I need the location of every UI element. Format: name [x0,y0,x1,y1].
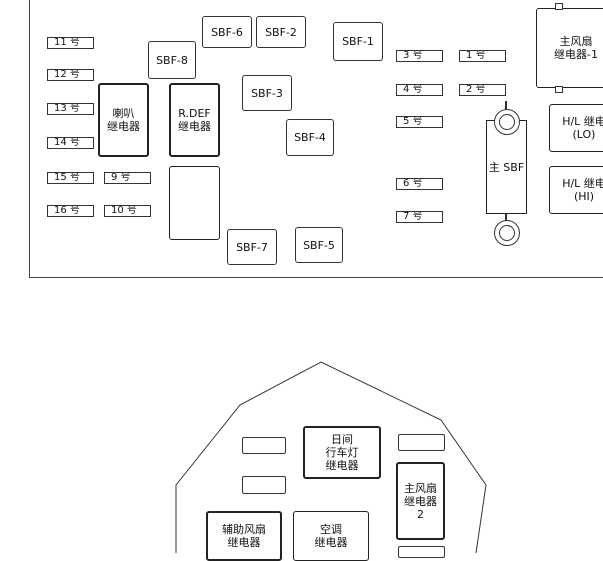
hl-relay-lo: H/L 继电 (LO) [549,104,603,152]
horn-relay: 喇叭 继电器 [98,83,149,157]
stud-bottom [494,220,520,246]
drl-relay: 日间 行车灯 继电器 [303,426,381,479]
fuse-15: 15 号 [47,172,94,184]
empty-slot-4 [398,546,445,558]
main-fan-relay-1: 主风扇 继电器-1 [536,8,603,88]
sbf-8: SBF-8 [148,41,196,79]
fuse-10: 10 号 [104,205,151,217]
relay-tab-left [555,3,563,10]
rdef-relay: R.DEF 继电器 [169,83,220,157]
fuse-1: 1 号 [459,50,506,62]
empty-relay-slot [169,166,220,240]
fuse-4: 4 号 [396,84,443,96]
empty-slot-3 [242,476,286,494]
sbf-7: SBF-7 [227,229,277,265]
sbf-6: SBF-6 [202,16,252,48]
stud-bottom-inner [499,225,515,241]
ac-relay: 空调 继电器 [293,511,369,561]
aux-fan-relay: 辅助风扇 继电器 [206,511,282,561]
sbf-2: SBF-2 [256,16,306,48]
main-fan-relay-2: 主风扇 继电器 2 [396,462,445,540]
fuse-7: 7 号 [396,211,443,223]
fuse-3: 3 号 [396,50,443,62]
stud-top [494,109,520,135]
hl-relay-hi: H/L 继电 (HI) [549,166,603,214]
sbf-1: SBF-1 [333,22,383,61]
fuse-12: 12 号 [47,69,94,81]
fuse-16: 16 号 [47,205,94,217]
fuse-9: 9 号 [104,172,151,184]
fuse-6: 6 号 [396,178,443,190]
relay-tab-left-bottom [555,86,563,93]
fuse-5: 5 号 [396,116,443,128]
empty-slot-1 [242,437,286,454]
main-sbf: 主 SBF [486,120,527,214]
fuse-2: 2 号 [459,84,506,96]
fuse-13: 13 号 [47,103,94,115]
sbf-3: SBF-3 [242,75,292,111]
sbf-4: SBF-4 [286,119,334,156]
upper-fuse-box [29,0,603,278]
stud-top-inner [499,114,515,130]
fuse-14: 14 号 [47,137,94,149]
sbf-5: SBF-5 [295,227,343,263]
fuse-11: 11 号 [47,37,94,49]
empty-slot-2 [398,434,445,451]
